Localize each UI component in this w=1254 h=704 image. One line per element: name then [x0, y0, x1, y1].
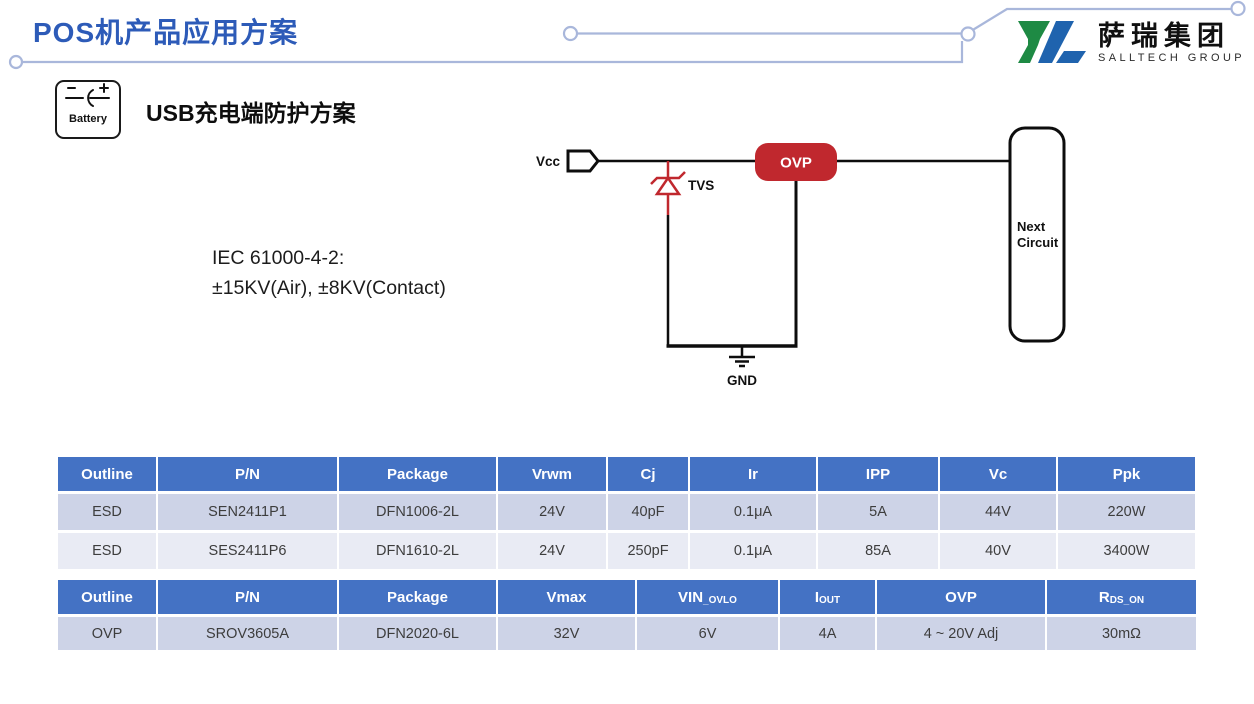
page-title: POS机产品应用方案 — [33, 17, 299, 48]
heading-text: 充电端防护方案 — [194, 101, 356, 126]
table-cell: 4A — [780, 617, 875, 650]
column-header: Outline — [58, 580, 156, 614]
table-cell: 5A — [818, 494, 938, 530]
column-header: OVP — [877, 580, 1045, 614]
table-cell: 6V — [637, 617, 778, 650]
column-header: VIN_OVLO — [637, 580, 778, 614]
decor-trace — [8, 0, 1246, 70]
column-header: Package — [339, 580, 496, 614]
table-cell: 30mΩ — [1047, 617, 1196, 650]
table-cell: 40pF — [608, 494, 688, 530]
decor-node-icon — [8, 54, 24, 70]
table-cell: 3400W — [1058, 533, 1195, 569]
decor-node-icon — [1230, 0, 1246, 17]
company-logo: 萨瑞集团 SALLTECH GROUP — [1018, 19, 1245, 65]
logo-name: 萨瑞集团 — [1098, 20, 1230, 51]
table-cell: OVP — [58, 617, 156, 650]
standard-line1: IEC 61000-4-2: — [212, 247, 345, 269]
ovp-label: OVP — [780, 155, 812, 172]
table-cell: DFN1006-2L — [339, 494, 496, 530]
standard-text: IEC 61000-4-2: ±15KV(Air), ±8KV(Contact) — [212, 243, 446, 303]
vcc-label: Vcc — [536, 154, 561, 169]
table-cell: 0.1μA — [690, 494, 816, 530]
gnd-label: GND — [727, 373, 757, 388]
table-cell: ESD — [58, 533, 156, 569]
column-header: P/N — [158, 457, 337, 491]
table-cell: 44V — [940, 494, 1056, 530]
logo-mark-icon — [1018, 21, 1086, 63]
gnd-icon — [729, 346, 755, 368]
table-cell: 85A — [818, 533, 938, 569]
decor-node-icon — [960, 26, 976, 42]
next-circuit-label-line2: Circuit — [1017, 235, 1059, 250]
battery-label: Battery — [69, 113, 107, 125]
standard-line2: ±15KV(Air), ±8KV(Contact) — [212, 277, 446, 299]
decor-lower-line — [22, 41, 964, 64]
section-heading: USB充电端防护方案 — [146, 94, 356, 128]
table-cell: DFN2020-6L — [339, 617, 496, 650]
table-cell: 250pF — [608, 533, 688, 569]
tvs-label: TVS — [688, 178, 714, 193]
battery-card: Battery — [55, 80, 121, 139]
column-header: Ir — [690, 457, 816, 491]
column-header: Vc — [940, 457, 1056, 491]
table-cell: 32V — [498, 617, 635, 650]
column-header: Vmax — [498, 580, 635, 614]
logo-subtitle: SALLTECH GROUP — [1098, 51, 1246, 64]
column-header: Ppk — [1058, 457, 1195, 491]
decor-diagonal-line — [972, 7, 1231, 31]
ovp-block — [755, 143, 837, 181]
table-cell: SROV3605A — [158, 617, 337, 650]
column-header: Vrwm — [498, 457, 606, 491]
table-cell: ESD — [58, 494, 156, 530]
table-cell: 24V — [498, 533, 606, 569]
column-header: Cj — [608, 457, 688, 491]
table-cell: SEN2411P1 — [158, 494, 337, 530]
table-cell: 24V — [498, 494, 606, 530]
table-cell: 4 ~ 20V Adj — [877, 617, 1045, 650]
heading-prefix: USB — [146, 100, 195, 126]
tvs-diode-icon — [650, 161, 686, 215]
next-circuit-label-line1: Next — [1017, 219, 1046, 234]
column-header: Outline — [58, 457, 156, 491]
column-header: IPP — [818, 457, 938, 491]
column-header: Package — [339, 457, 496, 491]
battery-icon — [65, 83, 110, 107]
vcc-connector — [566, 149, 600, 173]
circuit-diagram: Vcc TVS OVP GND Next Circuit — [536, 126, 1066, 388]
column-header: P/N — [158, 580, 337, 614]
table-cell: DFN1610-2L — [339, 533, 496, 569]
table-cell: SES2411P6 — [158, 533, 337, 569]
table-cell: 220W — [1058, 494, 1195, 530]
table-cell: 40V — [940, 533, 1056, 569]
table-cell: 0.1μA — [690, 533, 816, 569]
next-circuit-block — [1008, 126, 1066, 343]
decor-node-icon — [562, 25, 579, 42]
